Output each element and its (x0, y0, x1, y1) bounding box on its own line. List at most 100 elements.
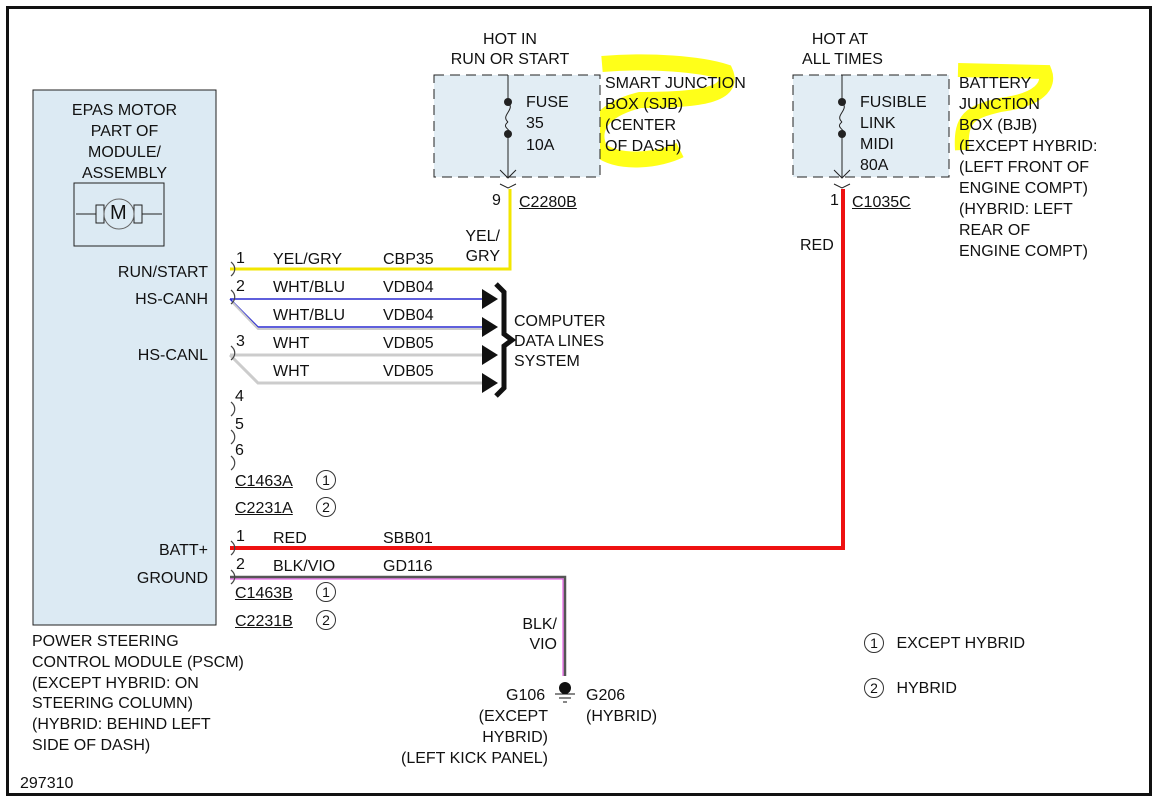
wire-b1-pin: 2 (236, 556, 245, 573)
data-lines-brace (494, 282, 517, 398)
connector-c1463b[interactable]: C1463B (235, 585, 293, 602)
wire-b0-circuit: SBB01 (383, 530, 433, 547)
module-inner-label-3: ASSEMBLY (81, 165, 168, 182)
wire-wht-2[interactable] (228, 353, 484, 385)
bjb-label-3: (EXCEPT HYBRID: (959, 138, 1098, 155)
connector-c1463a[interactable]: C1463A (235, 473, 293, 490)
sjb-label-2: (CENTER (605, 117, 677, 134)
wire-a3-pin: 3 (236, 333, 245, 350)
wire-a3-circuit: VDB05 (383, 335, 434, 352)
bjb-fuse-0: FUSIBLE (860, 94, 927, 111)
legend-badge-1: 1 (864, 633, 884, 653)
wire-a4-color: WHT (273, 363, 310, 380)
pscm-module-box (32, 89, 217, 626)
pin-label-ground: GROUND (136, 570, 208, 587)
ground-left-note-1: HYBRID) (482, 729, 548, 746)
bjb-fuse-2: MIDI (860, 136, 894, 153)
pin-label-hs-canl: HS-CANL (137, 347, 208, 364)
bjb-label-0: BATTERY (959, 75, 1032, 92)
sjb-label-3: OF DASH) (605, 138, 682, 155)
unused-pin-6: 6 (235, 442, 244, 459)
data-lines-label-0: COMPUTER (514, 313, 606, 330)
fuse-icon (499, 75, 517, 189)
bjb-title-1: ALL TIMES (802, 51, 883, 68)
wire-b0-color: RED (273, 530, 307, 547)
highlight-mark-bjb (954, 63, 1054, 151)
sjb-fuse-0: FUSE (526, 94, 569, 111)
ground-right-note: (HYBRID) (586, 708, 658, 725)
wire-blk-vio[interactable] (230, 575, 567, 676)
bjb-label-5: ENGINE COMPT) (959, 180, 1088, 197)
ground-left-note-0: (EXCEPT (478, 708, 548, 725)
pin-label-run-start: RUN/START (117, 264, 208, 281)
sjb-wire-color-0: YEL/ (465, 228, 500, 245)
legend-label-2: HYBRID (896, 680, 957, 697)
module-caption-4: (HYBRID: BEHIND LEFT (32, 716, 211, 733)
ground-right-id: G206 (586, 687, 626, 704)
ground-wire-color-0: BLK/ (522, 616, 557, 633)
connector-c2231a[interactable]: C2231A (235, 500, 293, 517)
module-inner-label-2: MODULE/ (88, 144, 161, 161)
legend-item-1: 1 EXCEPT HYBRID (864, 633, 1025, 654)
ground-wire-color-1: VIO (529, 636, 557, 653)
module-caption-1: CONTROL MODULE (PSCM) (32, 654, 244, 671)
data-lines-label-1: DATA LINES (514, 333, 605, 350)
sjb-label-1: BOX (SJB) (605, 96, 684, 113)
bjb-fuse-1: LINK (860, 115, 896, 132)
sjb-label-0: SMART JUNCTION (605, 75, 746, 92)
sjb-connector[interactable]: C2280B (519, 194, 577, 211)
wire-a2-circuit: VDB04 (383, 307, 434, 324)
bjb-connector[interactable]: C1035C (852, 194, 911, 211)
wire-a4-circuit: VDB05 (383, 363, 434, 380)
unused-pin-5: 5 (235, 416, 244, 433)
sjb-title-1: RUN OR START (450, 51, 570, 68)
sjb-fuse-2: 10A (526, 137, 555, 154)
module-inner-label-0: EPAS MOTOR (71, 102, 178, 119)
sjb-fuse-1: 35 (526, 115, 544, 132)
bjb-label-6: (HYBRID: LEFT (959, 201, 1073, 218)
module-inner-label-1: PART OF (90, 123, 159, 140)
module-caption-5: SIDE OF DASH) (32, 737, 151, 754)
wire-b1-color: BLK/VIO (273, 558, 336, 575)
connector-c2231b[interactable]: C2231B (235, 613, 293, 630)
diagram-id: 297310 (20, 775, 74, 792)
bjb-wire-color: RED (800, 237, 834, 254)
bjb-label-8: ENGINE COMPT) (959, 243, 1088, 260)
unused-pin-4: 4 (235, 388, 244, 405)
module-caption-3: STEERING COLUMN) (32, 695, 193, 712)
ground-left-note-2: (LEFT KICK PANEL) (401, 750, 548, 767)
variant-badge-2b: 2 (316, 610, 336, 631)
motor-symbol: M (110, 202, 127, 224)
bjb-label-1: JUNCTION (959, 96, 1040, 113)
wire-wht-blu-2[interactable] (229, 298, 484, 328)
wire-yel-gry[interactable] (230, 189, 512, 271)
wire-a2-color: WHT/BLU (273, 307, 345, 324)
pin-label-hs-canh: HS-CANH (135, 291, 208, 308)
highlight-mark-sjb (588, 54, 735, 168)
wire-b0-pin: 1 (236, 528, 245, 545)
data-line-arrows (482, 289, 498, 393)
bjb-label-7: REAR OF (959, 222, 1031, 239)
bjb-fuse-3: 80A (860, 157, 889, 174)
data-lines-label-2: SYSTEM (514, 353, 580, 370)
wire-red[interactable] (230, 189, 845, 550)
module-caption-0: POWER STEERING (32, 633, 179, 650)
legend-label-1: EXCEPT HYBRID (896, 635, 1026, 652)
sjb-box (433, 74, 601, 178)
pin-brackets (230, 261, 236, 585)
wire-a0-color: YEL/GRY (273, 251, 343, 268)
wire-b1-circuit: GD116 (383, 558, 433, 575)
wire-a0-circuit: CBP35 (383, 251, 434, 268)
wire-a1-color: WHT/BLU (273, 279, 345, 296)
legend-badge-2: 2 (864, 678, 884, 698)
bjb-pin: 1 (830, 192, 839, 209)
sjb-pin: 9 (492, 192, 501, 209)
sjb-title-0: HOT IN (483, 31, 537, 48)
wire-a1-pin: 2 (236, 278, 245, 295)
variant-badge-2a: 2 (316, 497, 336, 518)
wire-a3-color: WHT (273, 335, 310, 352)
bjb-label-2: BOX (BJB) (959, 117, 1038, 134)
variant-badge-1b: 1 (316, 582, 336, 603)
sjb-wire-color-1: GRY (465, 248, 500, 265)
